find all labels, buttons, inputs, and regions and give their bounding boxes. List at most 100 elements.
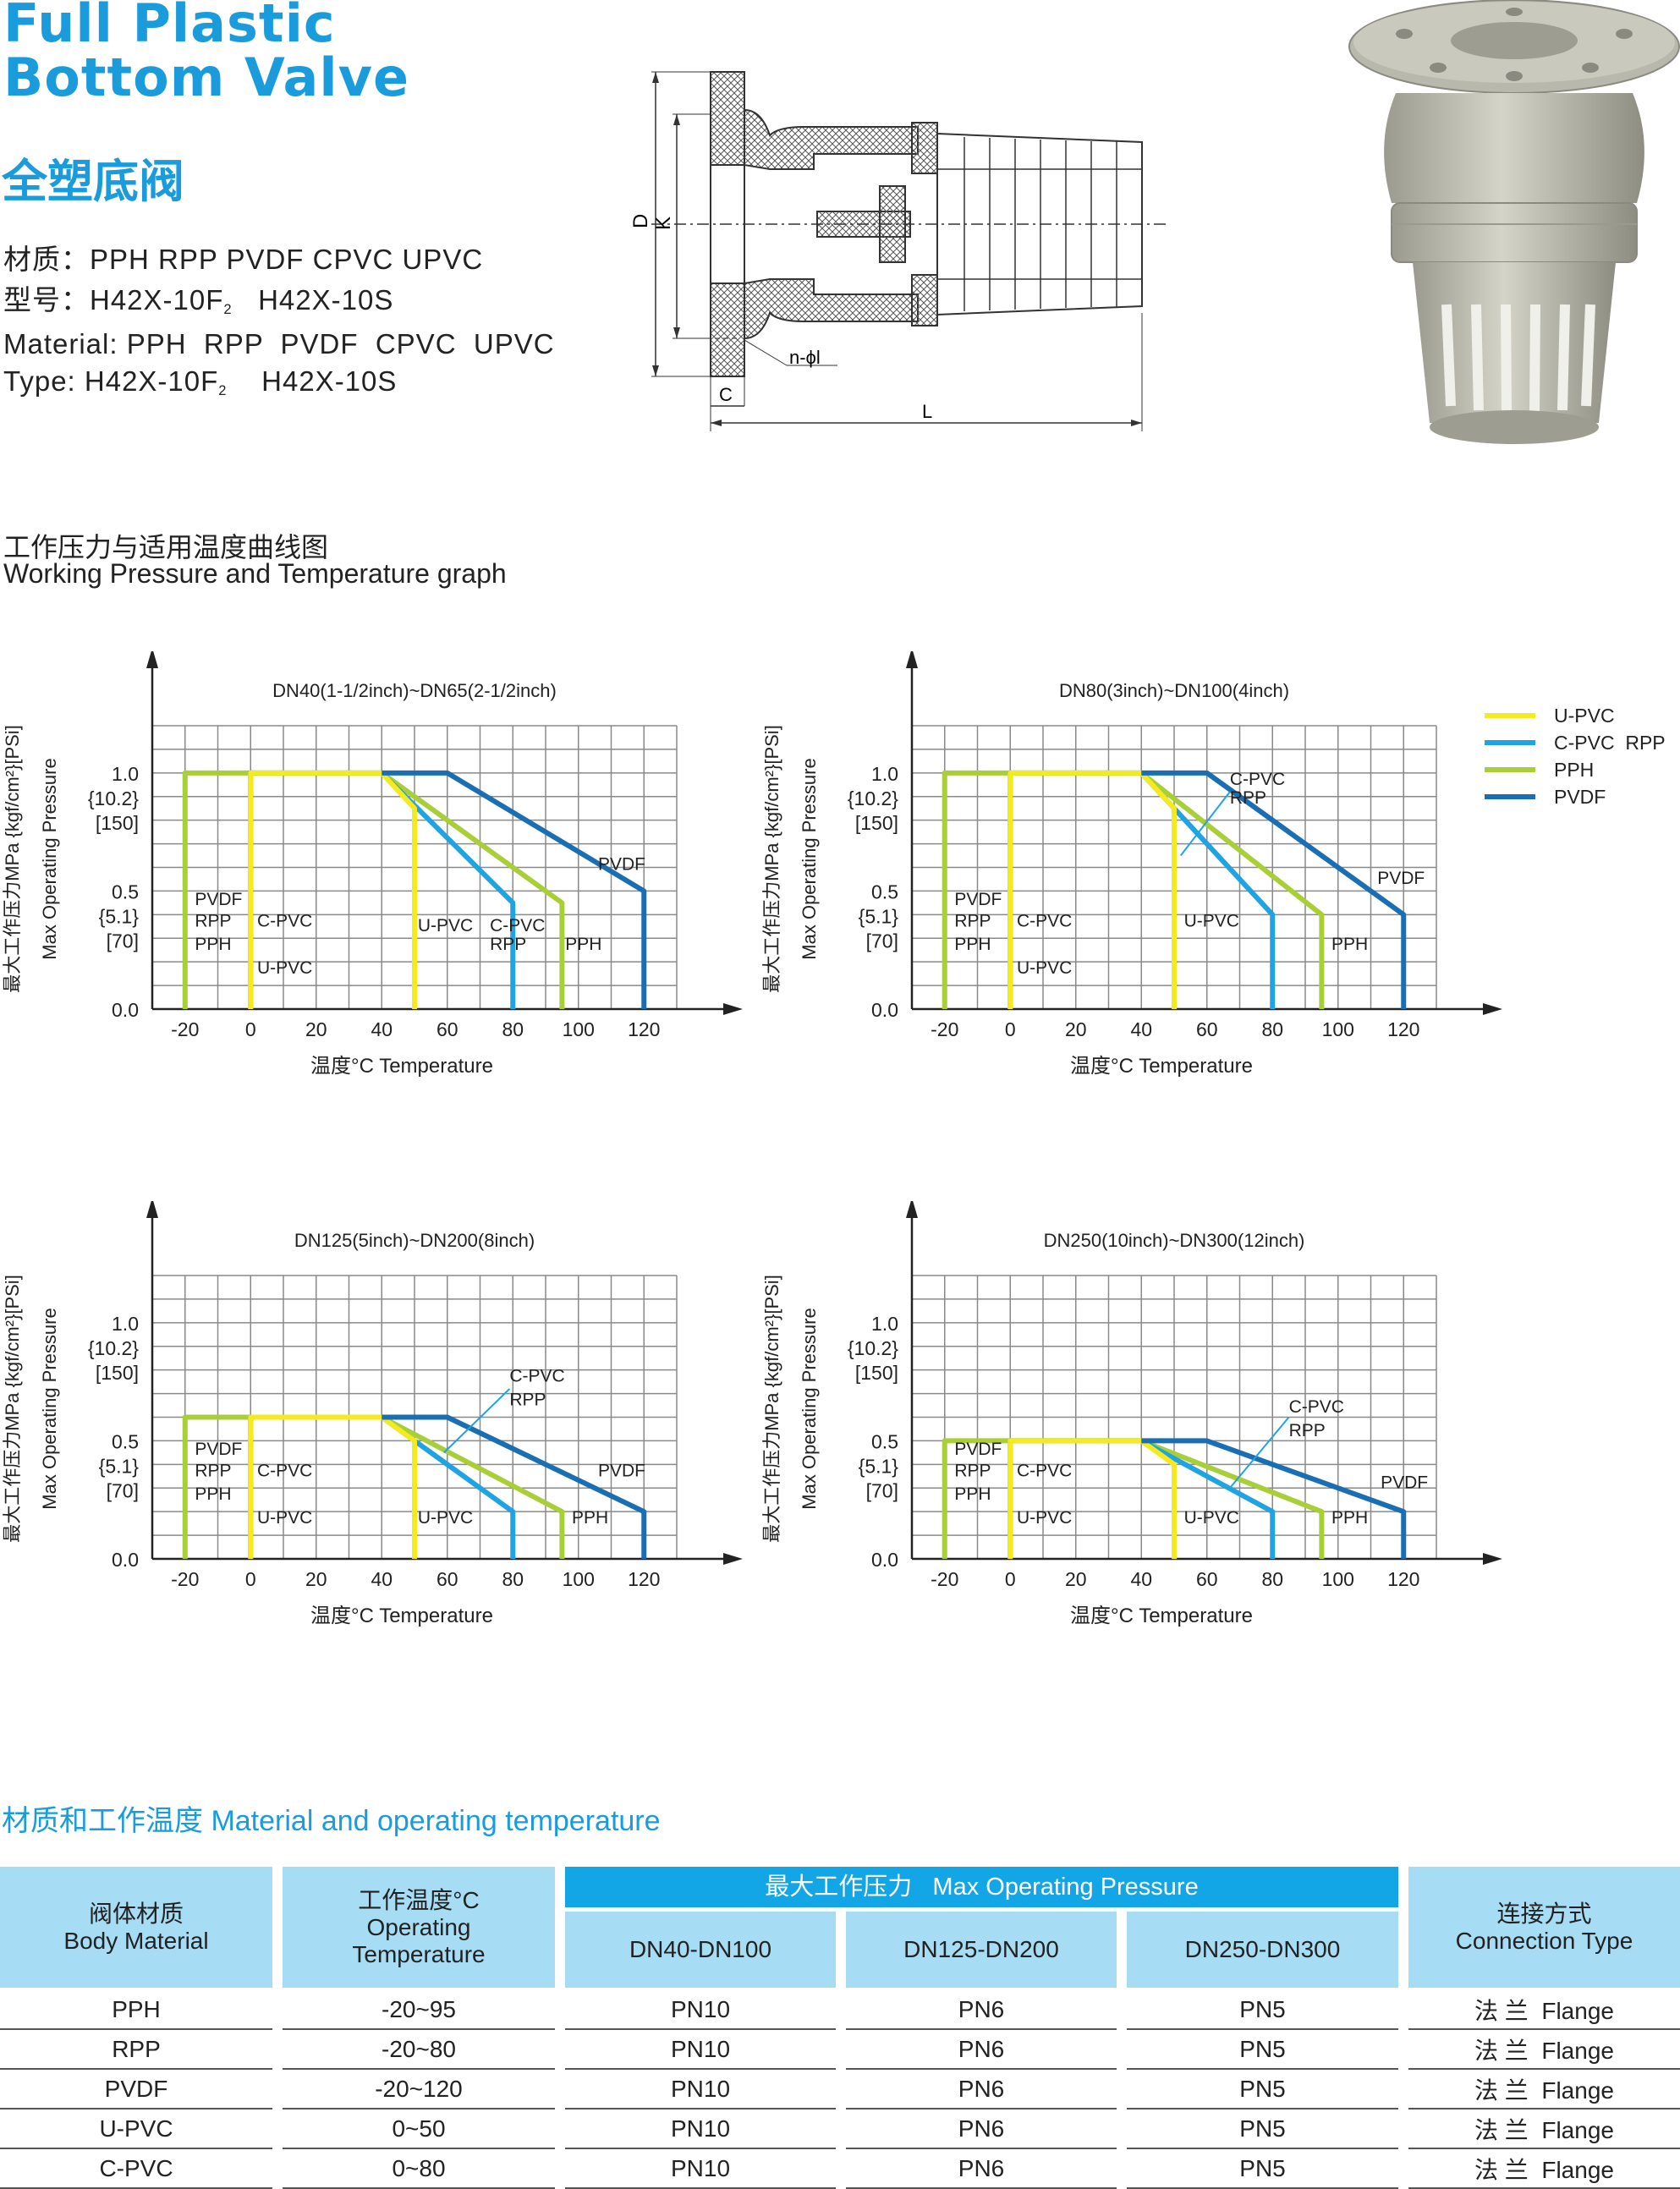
th-connection-type-en: Connection Type [1455, 1927, 1633, 1954]
annotation-leader [1179, 791, 1231, 857]
table-cell: -20~80 [382, 2036, 456, 2062]
x-tick-label: 40 [1130, 1018, 1152, 1040]
annotation-label: PPH [565, 935, 601, 954]
annotation-label: C-PVC [1230, 770, 1285, 789]
th-body-material-en: Body Material [63, 1927, 209, 1954]
annotation-label: PVDF [195, 1440, 242, 1459]
x-tick-label: 80 [502, 1018, 524, 1040]
annotation-label: PPH [572, 1508, 608, 1528]
table-cell: PN6 [958, 2036, 1005, 2062]
y-tick-label: {10.2} [88, 787, 139, 809]
annotation-label: RPP [195, 911, 231, 930]
th-temperature: 工作温度°C Operating Temperature [283, 1867, 555, 1988]
x-tick-label: 20 [1065, 1568, 1087, 1590]
row-divider [565, 2108, 836, 2109]
y-tick-label: 0.5 [871, 881, 898, 902]
x-tick-label: 100 [1322, 1568, 1354, 1590]
y-tick-label: {10.2} [848, 787, 898, 809]
th-dn250-dn300: DN250-DN300 [1127, 1912, 1398, 1988]
y-tick-label: 0.0 [871, 999, 898, 1021]
annotation-label: PVDF [1377, 869, 1425, 888]
annotation-label: RPP [490, 935, 526, 954]
x-tick-label: 60 [436, 1568, 458, 1590]
x-tick-label: 0 [1005, 1018, 1016, 1040]
valve-section-drawing: D K n-ϕl C L [629, 71, 1167, 431]
table-cell: -20~120 [375, 2076, 463, 2102]
row-divider [1408, 2028, 1680, 2030]
y-tick-label: 0.0 [112, 1549, 139, 1571]
x-tick-label: 0 [245, 1568, 256, 1590]
material-cn: 材质：PPH RPP PVDF CPVC UPVC [3, 244, 484, 275]
th-connection-type: 连接方式 Connection Type [1408, 1867, 1680, 1988]
table-cell: 0~80 [392, 2155, 446, 2181]
legend-label-pph: PPH [1554, 758, 1595, 781]
annotation-label: C-PVC [1017, 1461, 1072, 1480]
x-tick-label: 80 [502, 1568, 524, 1590]
x-tick-label: 120 [1387, 1018, 1419, 1040]
row-divider [1408, 2108, 1680, 2109]
row-divider [1127, 2068, 1398, 2070]
y-tick-label: [70] [107, 930, 139, 952]
y-tick-label: 0.0 [112, 999, 139, 1021]
series-line-pvdf [1141, 770, 1407, 1009]
x-axis-label: 温度°C Temperature [1070, 1605, 1253, 1627]
th-max-pressure-label: 最大工作压力 Max Operating Pressure [765, 1874, 1199, 1901]
table-cell: C-PVC [99, 2155, 173, 2181]
legend-swatch-cpvc-rpp [1485, 740, 1535, 745]
row-divider [1127, 2108, 1398, 2109]
type-cn: 型号：H42X-10F2 H42X-10S [3, 277, 393, 318]
x-tick-label: 120 [1387, 1568, 1419, 1590]
table-cell: PN6 [958, 2155, 1005, 2181]
valve-photo [1348, 0, 1680, 444]
annotation-label: PVDF [1381, 1473, 1428, 1492]
y-axis-label-en: Max Operating Pressure [799, 758, 820, 959]
table-cell: PPH [112, 1996, 161, 2022]
table-cell: PVDF [104, 2076, 168, 2102]
row-divider [0, 2028, 272, 2030]
x-tick-label: 120 [628, 1568, 660, 1590]
row-divider [846, 2068, 1117, 2070]
series-line-u-pvc [1007, 1438, 1177, 1559]
legend-swatch-pvdf [1485, 794, 1535, 799]
table-cell: PN10 [670, 2076, 731, 2102]
x-tick-label: 100 [563, 1568, 595, 1590]
annotation-label: U-PVC [418, 916, 473, 935]
table-cell: U-PVC [99, 2115, 173, 2142]
annotation-label: PPH [195, 935, 231, 954]
x-tick-label: 20 [305, 1018, 327, 1040]
annotation-label: RPP [195, 1461, 231, 1480]
annotation-label: U-PVC [1017, 958, 1072, 978]
table-cell: PN6 [958, 1996, 1005, 2022]
x-tick-label: 40 [371, 1018, 393, 1040]
y-axis-arrow [906, 1201, 918, 1218]
annotation-label: RPP [954, 911, 991, 930]
row-divider [283, 2068, 555, 2070]
x-tick-label: 60 [1196, 1568, 1218, 1590]
x-tick-label: 100 [1322, 1018, 1354, 1040]
row-divider [1127, 2028, 1398, 2030]
y-tick-label: 0.0 [871, 1549, 898, 1571]
annotation-label: PPH [954, 1484, 991, 1504]
x-axis-label: 温度°C Temperature [310, 1605, 493, 1627]
annotation-label: PPH [1331, 935, 1368, 954]
graph-title-en: Working Pressure and Temperature graph [3, 558, 507, 589]
x-tick-label: 60 [1196, 1018, 1218, 1040]
legend-label-cpvc-rpp: C-PVC RPP [1554, 731, 1666, 754]
x-tick-label: 40 [1130, 1568, 1152, 1590]
y-tick-label: {10.2} [88, 1337, 139, 1359]
row-divider [1408, 2148, 1680, 2149]
y-tick-label: [150] [855, 812, 898, 834]
y-tick-label: {5.1} [99, 1455, 140, 1477]
title-line-1: Full Plastic [3, 0, 336, 54]
x-tick-label: -20 [171, 1568, 199, 1590]
y-tick-label: [70] [866, 930, 898, 952]
annotation-label: U-PVC [418, 1508, 473, 1528]
y-axis-label-cn: 最大工作压力MPa {kgf/cm²}[PSi] [761, 725, 782, 993]
table-cell: 法 兰 Flange [1474, 2038, 1614, 2064]
x-axis-arrow [723, 1003, 743, 1015]
product-title-cn: 全塑底阀 [2, 155, 184, 208]
